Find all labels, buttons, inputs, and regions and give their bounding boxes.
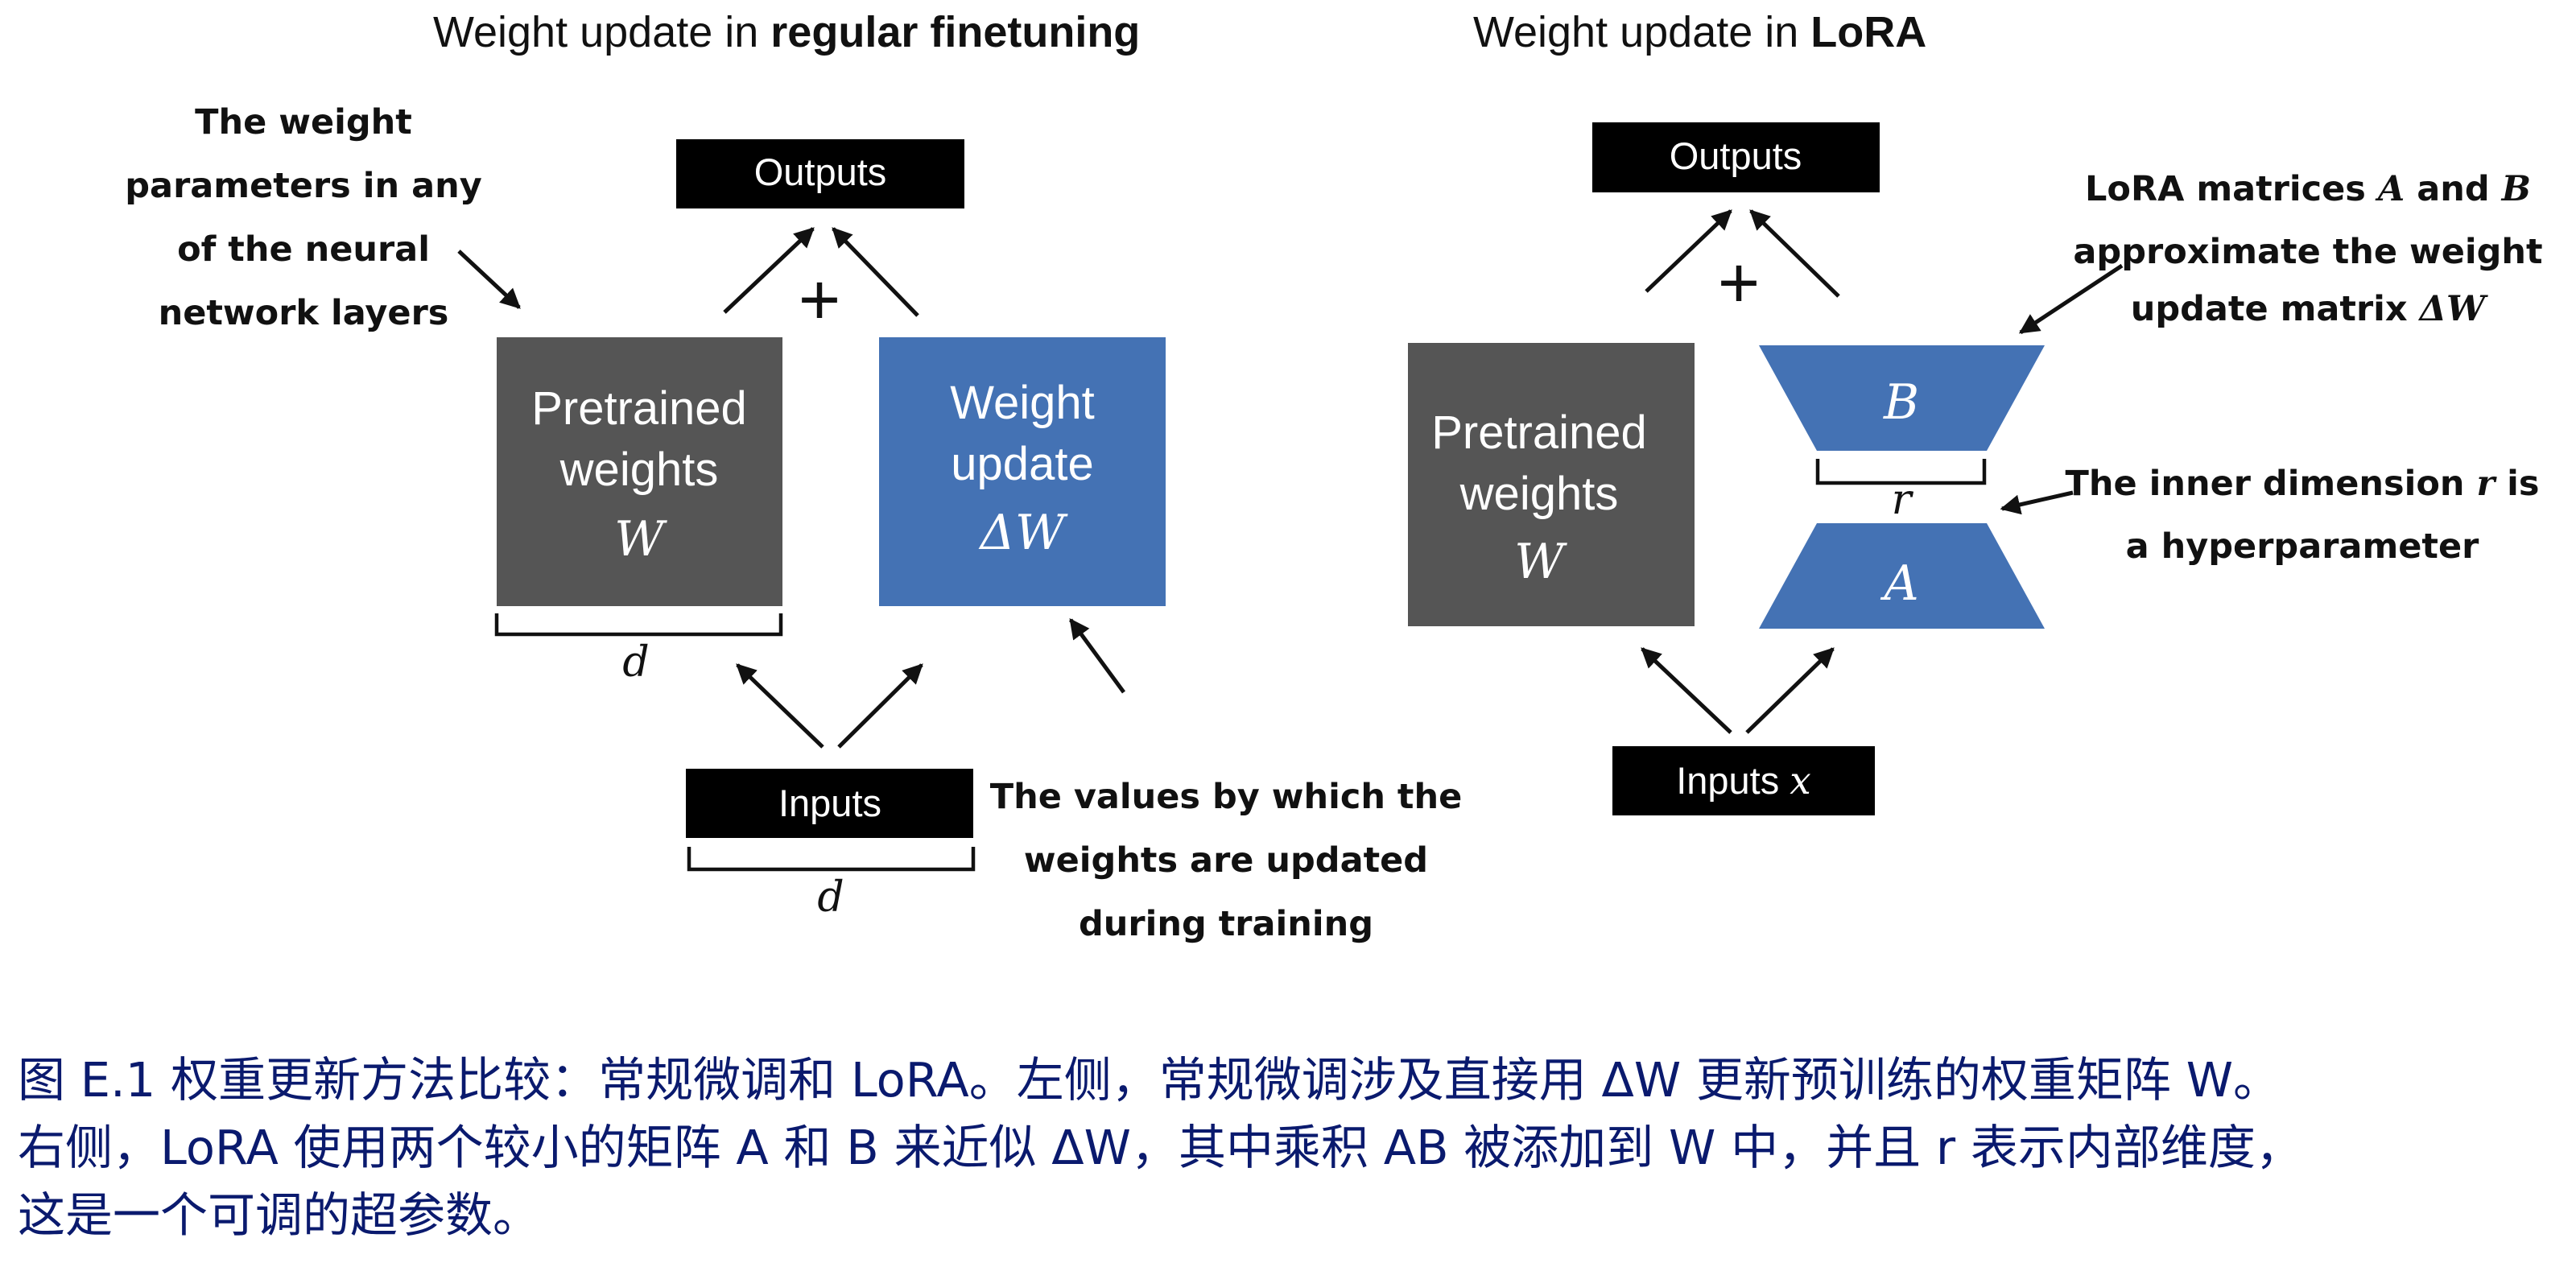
left-note-weights-arrow (457, 250, 521, 309)
left-update-symbol: ΔW (979, 505, 1068, 561)
right-arrow-lora-to-outputs (1749, 209, 1840, 298)
left-inputs-dim-bracket (687, 847, 976, 872)
left-arrow-pretrained-to-outputs (723, 227, 815, 314)
lora-matrix-a: A (1759, 523, 2045, 629)
left-inputs-dim-label: d (817, 873, 844, 922)
left-outputs-label: Outputs (754, 151, 887, 193)
left-note-values-arrow (1068, 617, 1126, 694)
left-pretrained-weights-block: Pretrained weights W (497, 337, 782, 606)
left-note-update-values: The values by which the weights are upda… (990, 777, 1462, 944)
svg-text:weights are updated: weights are updated (1024, 840, 1428, 881)
right-pretrained-weights-block: Pretrained weights W (1408, 343, 1695, 626)
right-inputs-box: Inputs x (1612, 746, 1875, 815)
left-weight-update-block: Weight update ΔW (879, 337, 1166, 606)
figure-caption: 图 E.1 权重更新方法比较：常规微调和 LoRA。左侧，常规微调涉及直接用 Δ… (18, 1046, 2570, 1249)
left-note-weight-parameters: The weight parameters in any of the neur… (125, 102, 481, 333)
left-arrow-inputs-to-pretrained (736, 663, 824, 749)
left-inputs-label: Inputs (778, 782, 881, 824)
left-update-line2: update (951, 438, 1093, 490)
svg-text:network layers: network layers (159, 293, 449, 333)
right-outputs-box: Outputs (1592, 122, 1880, 192)
lora-rank-bracket (1815, 459, 1987, 485)
right-outputs-label: Outputs (1670, 134, 1802, 177)
left-plus-sign: + (799, 260, 841, 340)
svg-text:a hyperparameter: a hyperparameter (2126, 526, 2479, 567)
svg-text:update matrix ΔW: update matrix ΔW (2131, 289, 2488, 329)
right-note-lora-arrow (2018, 263, 2124, 335)
lora-rank-label: r (1892, 476, 1914, 524)
lora-matrix-a-label: A (1880, 555, 1918, 612)
svg-text:approximate the weight: approximate the weight (2073, 232, 2542, 272)
right-pretrained-line1: Pretrained (1431, 407, 1647, 459)
right-note-inner-dimension: The inner dimension r is a hyperparamete… (2066, 464, 2540, 567)
right-arrow-inputs-to-pretrained (1641, 647, 1732, 734)
right-pretrained-symbol: W (1514, 534, 1567, 590)
right-title: Weight update in LoRA (1473, 8, 1926, 56)
lora-matrix-b-label: B (1883, 374, 1919, 431)
right-plus-sign: + (1718, 243, 1761, 324)
svg-text:parameters in any: parameters in any (125, 166, 481, 206)
right-note-lora-matrices: LoRA matrices A and B approximate the we… (2073, 169, 2542, 329)
right-pretrained-line2: weights (1459, 468, 1619, 520)
caption-line-2: 右侧，LoRA 使用两个较小的矩阵 A 和 B 来近似 ΔW，其中乘积 AB 被… (18, 1120, 2303, 1175)
left-inputs-box: Inputs (686, 769, 973, 838)
svg-text:during training: during training (1079, 904, 1373, 944)
left-arrow-update-to-outputs (832, 227, 919, 317)
lora-matrix-b: B (1759, 345, 2045, 451)
svg-text:of the neural: of the neural (177, 229, 430, 270)
left-pretrained-line2: weights (559, 444, 719, 496)
left-pretrained-symbol: W (614, 511, 667, 567)
svg-text:LoRA matrices A and B: LoRA matrices A and B (2085, 169, 2531, 209)
caption-line-1: 图 E.1 权重更新方法比较：常规微调和 LoRA。左侧，常规微调涉及直接用 Δ… (18, 1052, 2281, 1108)
left-weights-dim-label: d (622, 638, 649, 687)
svg-text:The inner dimension r is: The inner dimension r is (2066, 464, 2540, 504)
left-update-line1: Weight (950, 377, 1094, 429)
right-arrow-pretrained-to-outputs (1645, 209, 1732, 293)
right-note-rank-arrow (2000, 490, 2074, 515)
left-pretrained-line1: Pretrained (531, 382, 747, 435)
right-inputs-label: Inputs x (1676, 759, 1811, 803)
left-title: Weight update in regular finetuning (433, 8, 1140, 56)
svg-text:The values by which the: The values by which the (990, 777, 1462, 817)
caption-line-3: 这是一个可调的超参数。 (18, 1187, 541, 1243)
right-arrow-inputs-to-lora (1745, 647, 1835, 734)
left-weights-dim-bracket (494, 613, 783, 637)
svg-text:The weight: The weight (195, 102, 412, 142)
left-arrow-inputs-to-update (837, 663, 923, 749)
left-outputs-box: Outputs (676, 139, 964, 208)
